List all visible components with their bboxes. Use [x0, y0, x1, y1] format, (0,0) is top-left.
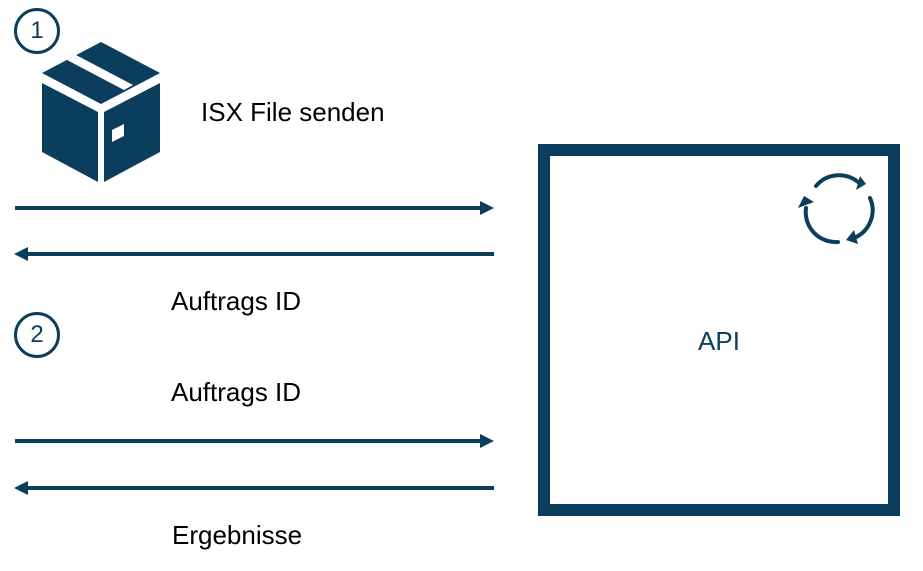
step-2-number: 2 [30, 321, 44, 348]
api-box: API [538, 144, 900, 516]
order-id-request-label: Auftrags ID [171, 377, 302, 407]
api-label: API [698, 326, 740, 356]
sync-cycle-icon [798, 173, 875, 245]
order-id-response-label: Auftrags ID [171, 286, 302, 316]
step-2-badge: 2 [14, 312, 60, 358]
query-arrow-right [15, 434, 494, 448]
package-box-icon [42, 42, 160, 182]
results-arrow-left [14, 481, 494, 495]
results-label: Ergebnisse [172, 520, 303, 550]
send-arrow-right [15, 201, 494, 215]
send-file-label: ISX File senden [201, 97, 385, 127]
step-1-badge: 1 [14, 8, 60, 54]
response-arrow-left [14, 247, 494, 261]
step-1-number: 1 [30, 17, 44, 44]
